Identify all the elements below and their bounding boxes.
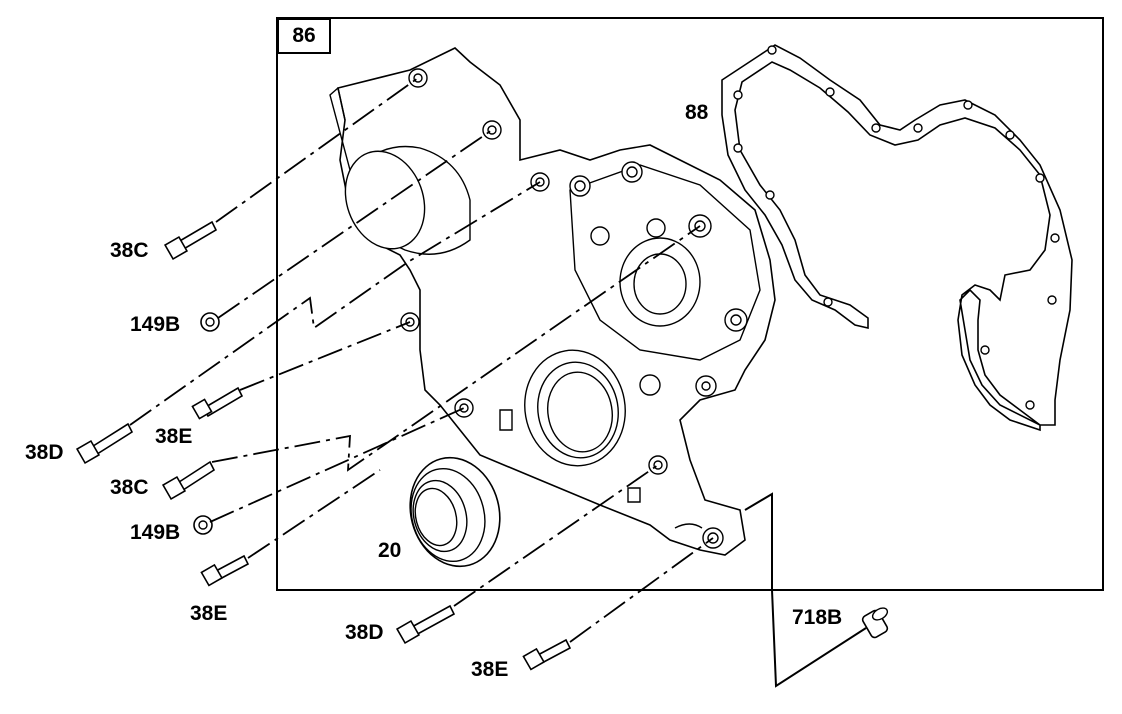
bolt-38d-bottom-callout: 38D (345, 621, 384, 644)
bolt-38c-mid (161, 460, 216, 501)
crank-oil-seal (409, 456, 501, 568)
nut-149b-top-callout: 149B (130, 313, 181, 336)
gasket (721, 44, 1073, 432)
gasket-callout: 88 (685, 101, 709, 124)
bolt-38e-bottom-left (200, 554, 250, 587)
bolt-38e-bottom (522, 638, 572, 671)
bolt-38c-top-callout: 38C (110, 239, 149, 262)
nut-149b-top (200, 312, 220, 332)
bolt-38c-mid-callout: 38C (110, 476, 149, 499)
timing-cover (329, 47, 776, 556)
bolt-38e-bottom-callout: 38E (471, 658, 509, 681)
bolt-38d-left (75, 422, 134, 465)
bolt-38e-bottom-left-callout: 38E (190, 602, 228, 625)
dowel-718b-callout: 718B (792, 606, 843, 629)
assembly-leader-lines (129, 77, 867, 688)
seal-callout: 20 (378, 539, 402, 562)
nut-149b-low-callout: 149B (130, 521, 181, 544)
bolt-38e-left-callout: 38E (155, 425, 193, 448)
dowel-718b (861, 607, 889, 639)
assembly-number-label: 86 (277, 18, 331, 54)
bolt-38d-left-callout: 38D (25, 441, 64, 464)
bolt-38e-left (191, 386, 244, 420)
bolt-38d-bottom (395, 604, 456, 645)
assembly-frame (276, 17, 1104, 591)
bolt-38c-top (163, 220, 218, 261)
nut-149b-low (193, 515, 213, 535)
